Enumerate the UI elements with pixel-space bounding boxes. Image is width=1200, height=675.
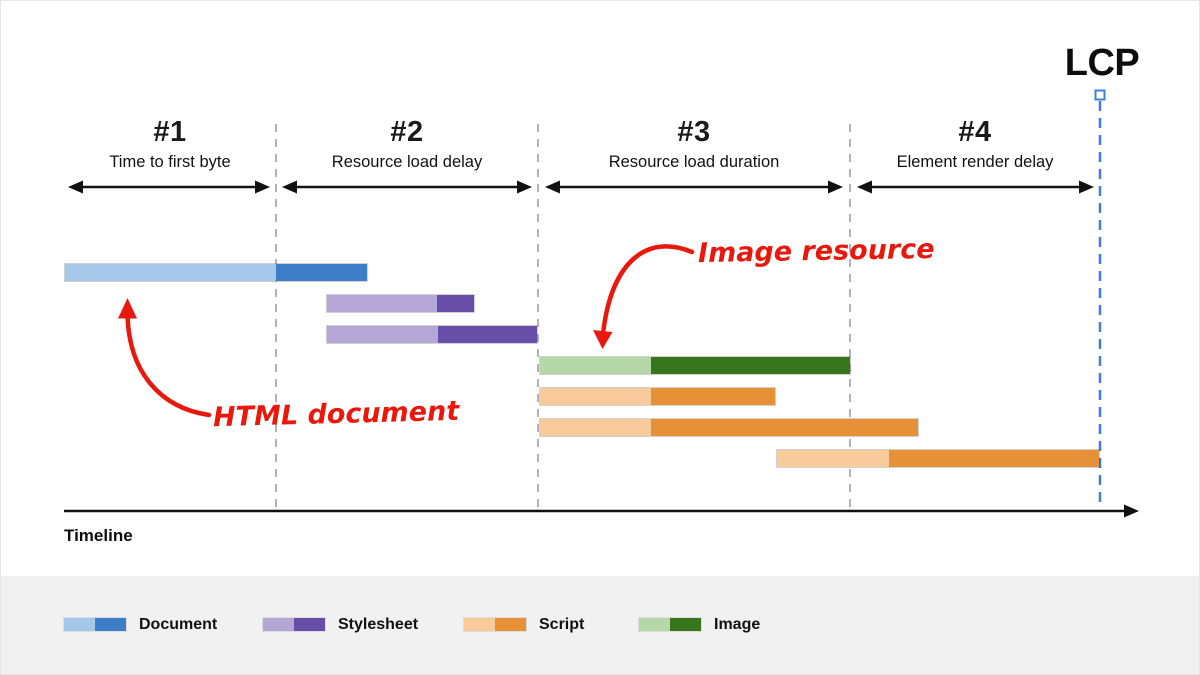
phase-arrow-4 bbox=[857, 180, 1094, 194]
legend-item-document: Document bbox=[63, 610, 218, 639]
bar-segment-dark bbox=[275, 264, 367, 281]
phase-1-number: #1 bbox=[153, 116, 187, 148]
phase-3-label: Resource load duration bbox=[608, 153, 780, 171]
legend-label-stylesheet: Stylesheet bbox=[338, 615, 419, 633]
bar-segment-dark bbox=[436, 295, 474, 312]
lcp-label: LCP bbox=[1064, 42, 1140, 84]
bar-image-lane-4 bbox=[539, 356, 851, 375]
phase-4-number: #4 bbox=[958, 116, 992, 148]
bar-segment-light bbox=[540, 357, 652, 374]
bar-stylesheet-lane-2 bbox=[326, 294, 475, 313]
phase-arrow-1 bbox=[68, 180, 270, 194]
phase-2-number: #2 bbox=[390, 116, 424, 148]
bar-script-lane-7 bbox=[776, 449, 1100, 468]
legend-item-stylesheet: Stylesheet bbox=[262, 610, 419, 639]
phase-2-label: Resource load delay bbox=[331, 153, 483, 171]
bar-segment-dark bbox=[651, 388, 775, 405]
annotation-html-document: HTML document bbox=[212, 395, 460, 434]
legend-swatch-image bbox=[638, 617, 702, 632]
bar-script-lane-6 bbox=[539, 418, 919, 437]
phase-arrow-2 bbox=[282, 180, 532, 194]
bar-segment-dark bbox=[889, 450, 1099, 467]
legend-swatch-stylesheet bbox=[262, 617, 326, 632]
bar-stylesheet-lane-3 bbox=[326, 325, 538, 344]
bar-document-lane-1 bbox=[64, 263, 368, 282]
bar-segment-dark bbox=[651, 419, 918, 436]
legend-swatch-script bbox=[463, 617, 527, 632]
phase-4-label: Element render delay bbox=[896, 153, 1054, 171]
bar-segment-light bbox=[540, 388, 652, 405]
timeline-axis bbox=[64, 504, 1139, 518]
legend-band bbox=[1, 576, 1199, 674]
legend-label-image: Image bbox=[714, 615, 761, 633]
bar-segment-light bbox=[65, 264, 276, 281]
phase-1-label: Time to first byte bbox=[109, 153, 231, 171]
bar-script-lane-5 bbox=[539, 387, 776, 406]
legend-label-document: Document bbox=[139, 615, 218, 633]
phase-2-header: #2 Resource load delay bbox=[247, 117, 567, 172]
lcp-marker-square bbox=[1094, 89, 1106, 101]
bar-segment-dark bbox=[437, 326, 537, 343]
bar-segment-light bbox=[540, 419, 652, 436]
phase-1-header: #1 Time to first byte bbox=[10, 117, 330, 172]
timeline-arrowhead bbox=[1124, 504, 1139, 518]
legend-item-script: Script bbox=[463, 610, 585, 639]
legend-swatch-document bbox=[63, 617, 127, 632]
annotation-arrow-image-resource bbox=[593, 244, 695, 349]
bar-segment-light bbox=[777, 450, 890, 467]
bar-segment-light bbox=[327, 326, 438, 343]
timeline-label: Timeline bbox=[64, 526, 133, 545]
annotation-image-resource: Image resource bbox=[697, 233, 935, 270]
legend-label-script: Script bbox=[539, 615, 585, 633]
phase-4-header: #4 Element render delay bbox=[815, 117, 1135, 172]
bar-segment-light bbox=[327, 295, 437, 312]
phase-3-header: #3 Resource load duration bbox=[534, 117, 854, 172]
phase-arrow-3 bbox=[545, 180, 843, 194]
legend-item-image: Image bbox=[638, 610, 761, 639]
bar-segment-dark bbox=[651, 357, 850, 374]
phase-3-number: #3 bbox=[677, 116, 711, 148]
annotation-arrow-html-document bbox=[118, 298, 212, 418]
